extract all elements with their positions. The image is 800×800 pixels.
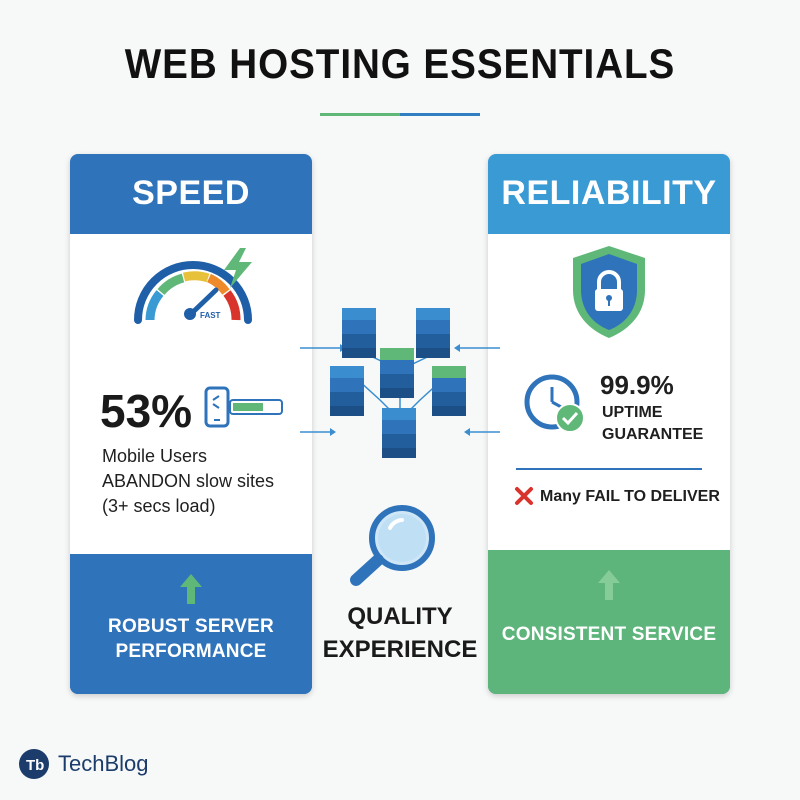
shield-lock-icon [569,244,649,340]
speed-body: FAST 53% Mobile Users ABANDON slow sites… [70,234,312,554]
techblog-logo-icon: Tb [18,748,50,780]
clock-check-icon [522,372,588,436]
brand-name: TechBlog [58,751,149,776]
abandon-stat: 53% [100,385,193,437]
uptime-label: UPTIME GUARANTEE [602,404,704,443]
magnifier-icon [340,500,450,590]
speed-panel: SPEED FAST 53% [70,154,312,694]
brand-logo[interactable]: Tb TechBlog [18,748,149,780]
title-underline [320,113,480,116]
quality-experience-label: QUALITY EXPERIENCE [322,603,478,663]
arrow-up-icon [598,570,620,600]
speed-heading: SPEED [132,174,250,212]
abandon-desc: Mobile Users ABANDON slow sites (3+ secs… [102,446,275,516]
server-stack [330,308,466,458]
speed-footer: ROBUST SERVER PERFORMANCE [70,554,312,694]
uptime-value: 99.9% [600,370,674,400]
fail-to-deliver-text: Many FAIL TO DELIVER [540,488,720,505]
arrow-up-icon [180,574,202,604]
gauge-label: FAST [200,311,221,320]
phone-loading-icon [204,386,284,430]
speedometer-icon: FAST [128,248,258,328]
robust-server-label: ROBUST SERVER PERFORMANCE [108,616,274,662]
reliability-body: 99.9% UPTIME GUARANTEE Many FAIL TO DELI… [488,234,730,550]
reliability-footer: CONSISTENT SERVICE [488,550,730,694]
server-cluster-icon [300,290,500,470]
page-title: WEB HOSTING ESSENTIALS [124,40,676,87]
reliability-divider [516,468,702,470]
svg-text:Tb: Tb [26,757,44,774]
reliability-heading: RELIABILITY [501,174,717,212]
consistent-service-label: CONSISTENT SERVICE [501,624,717,645]
x-mark-icon [514,486,534,506]
reliability-panel: RELIABILITY 99.9% UPTIME GUAR [488,154,730,694]
lightning-icon [222,248,254,288]
